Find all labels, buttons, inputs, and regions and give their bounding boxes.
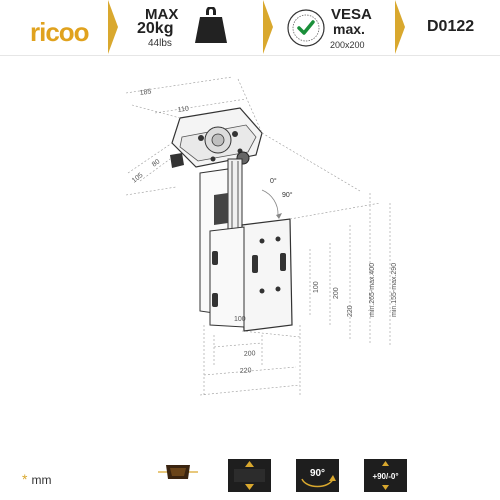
rear-bracket-clamp <box>214 193 228 225</box>
tilt-label: +90/-0° <box>372 472 398 481</box>
tv-plate <box>209 218 293 332</box>
dim-220-width: 220 <box>240 367 252 375</box>
height-adjust-icon <box>228 459 271 492</box>
weight-icon <box>195 7 227 43</box>
dim-110: 110 <box>177 105 189 113</box>
dim-200-width: 200 <box>244 350 256 358</box>
vesa-max: max. <box>333 21 365 37</box>
tilt-arc: 0° 90° <box>261 177 293 219</box>
rotation-badge: 90° <box>296 459 339 492</box>
extension-icon <box>158 465 198 479</box>
header-divider <box>108 0 118 54</box>
tilt-badge: +90/-0° <box>364 459 407 492</box>
dim-80: 80 <box>151 158 162 168</box>
dim-min-max-290: min.155-max.290 <box>391 263 398 317</box>
ceiling-plate <box>171 107 263 168</box>
header-divider <box>263 0 273 54</box>
dim-105: 105 <box>131 172 145 185</box>
mount-diagram: 0° 90° 185 110 80 105 100 200 220 100 20… <box>125 76 398 396</box>
max-load-lbs: 44lbs <box>148 38 172 49</box>
star-icon: * <box>22 471 28 487</box>
vesa-dimension: 200x200 <box>330 40 365 50</box>
angle-90-label: 90° <box>282 191 293 199</box>
rotation-label: 90° <box>310 468 325 479</box>
dim-220-height: 220 <box>347 305 354 317</box>
vesa-label: VESA <box>331 6 372 23</box>
header-divider <box>395 0 405 54</box>
model-number: D0122 <box>427 18 475 35</box>
vesa-seal-icon <box>287 9 325 47</box>
dim-200-height: 200 <box>333 287 340 299</box>
unit-label: mm <box>31 473 52 487</box>
tilt-icon: +90/-0° <box>372 461 399 490</box>
brand-name: ricoo <box>30 17 90 47</box>
dim-100-width: 100 <box>234 316 246 323</box>
header-bar: ricoo MAX 20kg 44lbs VESA max. 200x200 D… <box>0 0 500 56</box>
brand-logo: ricoo <box>30 17 90 48</box>
rotation-icon: 90° <box>301 468 336 488</box>
dim-185: 185 <box>139 88 152 97</box>
dimension-lines <box>125 76 391 396</box>
dim-min-max-400: min.265-max.400 <box>369 263 376 317</box>
unit-note: *mm <box>22 471 51 487</box>
max-load-value: 20kg <box>137 20 174 37</box>
max-load-label: MAX <box>145 6 179 23</box>
dim-100-height: 100 <box>313 281 320 293</box>
angle-0-label: 0° <box>270 177 277 185</box>
side-bracket <box>170 153 184 168</box>
